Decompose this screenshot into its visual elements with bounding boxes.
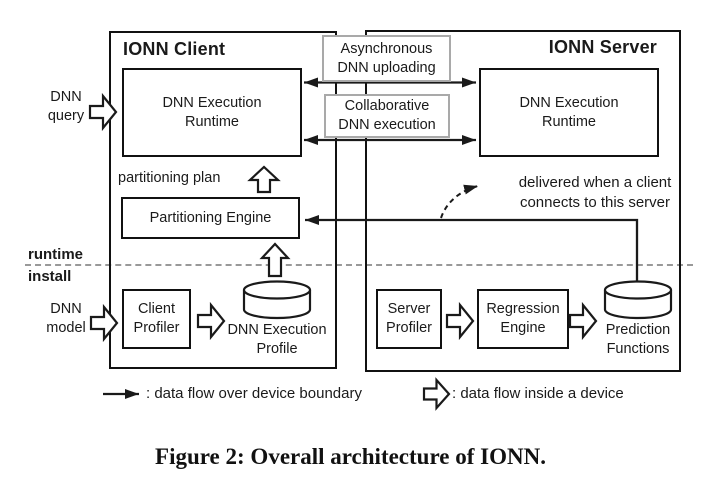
profiler-to-profile-arrow-icon <box>196 301 226 341</box>
store-label-line: Functions <box>606 341 670 357</box>
store-label-line: Profile <box>256 341 298 357</box>
runtime-install-divider <box>25 264 693 266</box>
delivery-note: delivered when a client connects to this… <box>494 173 696 213</box>
regression-to-prediction-arrow-icon <box>568 301 598 341</box>
input-label-line: model <box>46 320 86 336</box>
ionn-client-box <box>109 31 337 369</box>
node-label-line: Profiler <box>133 320 180 336</box>
link-label-line: Asynchronous <box>340 40 433 57</box>
dnn-execution-profile-cylinder-icon <box>242 280 312 320</box>
server-dnn-execution-runtime-box: DNN Execution Runtime <box>479 68 659 157</box>
async-dnn-uploading-label: Asynchronous DNN uploading <box>322 35 451 82</box>
prediction-to-engine-arrow <box>305 215 639 281</box>
link-label-line: Collaborative <box>344 98 430 114</box>
input-label-line: query <box>47 108 85 124</box>
node-label-line: DNN Execution <box>162 94 262 111</box>
client-title: IONN Client <box>123 39 226 59</box>
node-label-line: Runtime <box>185 113 239 130</box>
prediction-functions-cylinder-icon <box>603 280 673 320</box>
profile-to-engine-arrow-icon <box>259 242 291 278</box>
link-label-line: DNN uploading <box>337 59 436 76</box>
dnn-query-arrow-icon <box>88 92 118 132</box>
input-label-line: DNN <box>50 89 82 105</box>
node-label-line: Server <box>387 301 431 317</box>
server-title: IONN Server <box>548 37 657 57</box>
regression-engine-box: Regression Engine <box>477 289 569 349</box>
phase-label-runtime: runtime <box>28 246 84 263</box>
legend-hollow-arrow-label: : data flow inside a device <box>452 385 624 402</box>
dnn-model-arrow-icon <box>89 303 119 343</box>
node-label-line: Client <box>137 301 176 317</box>
server-profiler-to-regression-arrow-icon <box>445 301 475 341</box>
node-label-line: DNN Execution <box>519 94 619 111</box>
store-label-line: Prediction <box>605 322 671 338</box>
figure-caption: Figure 2: Overall architecture of IONN. <box>155 444 546 469</box>
node-label-line: Partitioning Engine <box>149 209 272 226</box>
delivery-dashed-arrow <box>440 184 479 219</box>
server-profiler-box: Server Profiler <box>376 289 442 349</box>
node-label-line: Profiler <box>386 320 432 336</box>
prediction-functions-label: Prediction Functions <box>587 321 689 359</box>
ionn-server-box <box>365 30 681 372</box>
store-label-line: DNN Execution <box>227 322 327 338</box>
partitioning-engine-box: Partitioning Engine <box>121 197 300 239</box>
dnn-model-label: DNN model <box>38 300 94 338</box>
legend-solid-arrow-label: : data flow over device boundary <box>146 385 362 402</box>
legend-hollow-arrow-icon <box>422 377 451 411</box>
phase-label-install: install <box>28 268 72 285</box>
note-line: delivered when a client <box>518 174 672 191</box>
client-profiler-box: Client Profiler <box>122 289 191 349</box>
node-label-line: Engine <box>500 320 546 336</box>
dnn-query-label: DNN query <box>38 88 94 126</box>
partitioning-plan-label: partitioning plan <box>118 170 221 186</box>
dnn-execution-profile-label: DNN Execution Profile <box>226 321 328 359</box>
collaborative-dnn-execution-label: Collaborative DNN execution <box>324 94 450 138</box>
partitioning-plan-arrow-icon <box>247 165 281 194</box>
node-label-line: Regression <box>486 301 560 317</box>
client-dnn-execution-runtime-box: DNN Execution Runtime <box>122 68 302 157</box>
note-line: connects to this server <box>519 194 671 211</box>
link-label-line: DNN execution <box>338 117 436 133</box>
node-label-line: Runtime <box>542 113 596 130</box>
input-label-line: DNN <box>50 301 82 317</box>
